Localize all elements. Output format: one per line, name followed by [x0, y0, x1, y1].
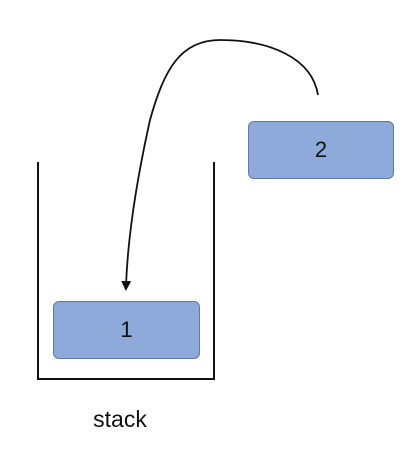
push-arrow	[121, 39, 319, 291]
stack-container	[37, 162, 215, 380]
stack-item-1: 1	[53, 301, 200, 359]
stack-label: stack	[93, 406, 147, 432]
incoming-item-label: 2	[314, 137, 328, 162]
incoming-item-2: 2	[248, 121, 394, 179]
stack-item-label: 1	[120, 317, 133, 342]
